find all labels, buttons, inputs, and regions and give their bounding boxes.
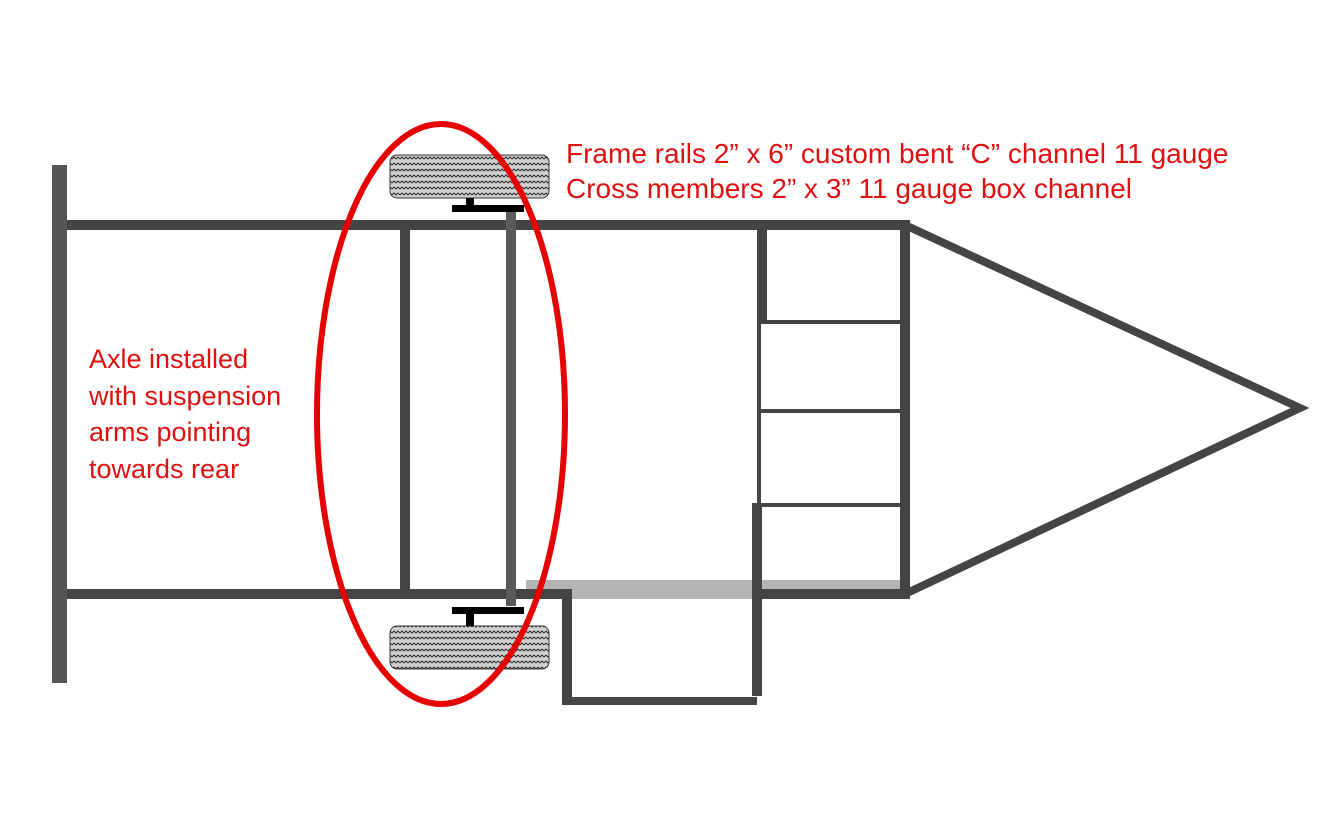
lower-box — [562, 697, 757, 705]
hub-bottom — [452, 607, 524, 614]
wheel-top — [389, 154, 550, 199]
box-divider — [752, 503, 902, 507]
box-divider — [757, 409, 902, 413]
box-divider — [752, 503, 762, 696]
axle-note-line: with suspension — [89, 380, 282, 411]
cross-members-note: Cross members 2” x 3” 11 gauge box chann… — [566, 173, 1132, 204]
rear-bumper — [52, 165, 67, 683]
axle — [506, 208, 516, 606]
hub-top — [452, 205, 524, 212]
bottom-frame-rail-front — [757, 589, 907, 599]
cross-member — [400, 230, 410, 589]
axle-note-line: Axle installed — [89, 344, 249, 374]
trailer-tongue — [903, 221, 1310, 598]
axle-note-line: towards rear — [89, 453, 240, 484]
hub-bottom-stem — [466, 613, 474, 626]
frame-spec-note: Frame rails 2” x 6” custom bent “C” chan… — [566, 136, 1228, 206]
bottom-frame-rail — [67, 589, 567, 599]
front-cross-member — [900, 220, 910, 599]
box-divider — [757, 230, 767, 322]
box-divider — [757, 320, 902, 324]
hub-top-stem — [466, 198, 474, 206]
axle-note-line: arms pointing — [89, 417, 252, 447]
frame-rails-note: Frame rails 2” x 6” custom bent “C” chan… — [566, 138, 1229, 169]
axle-note: Axle installed with suspension arms poin… — [89, 341, 281, 487]
top-frame-rail — [67, 220, 907, 230]
axle-highlight-ellipse — [314, 121, 568, 707]
lower-box — [562, 589, 572, 704]
